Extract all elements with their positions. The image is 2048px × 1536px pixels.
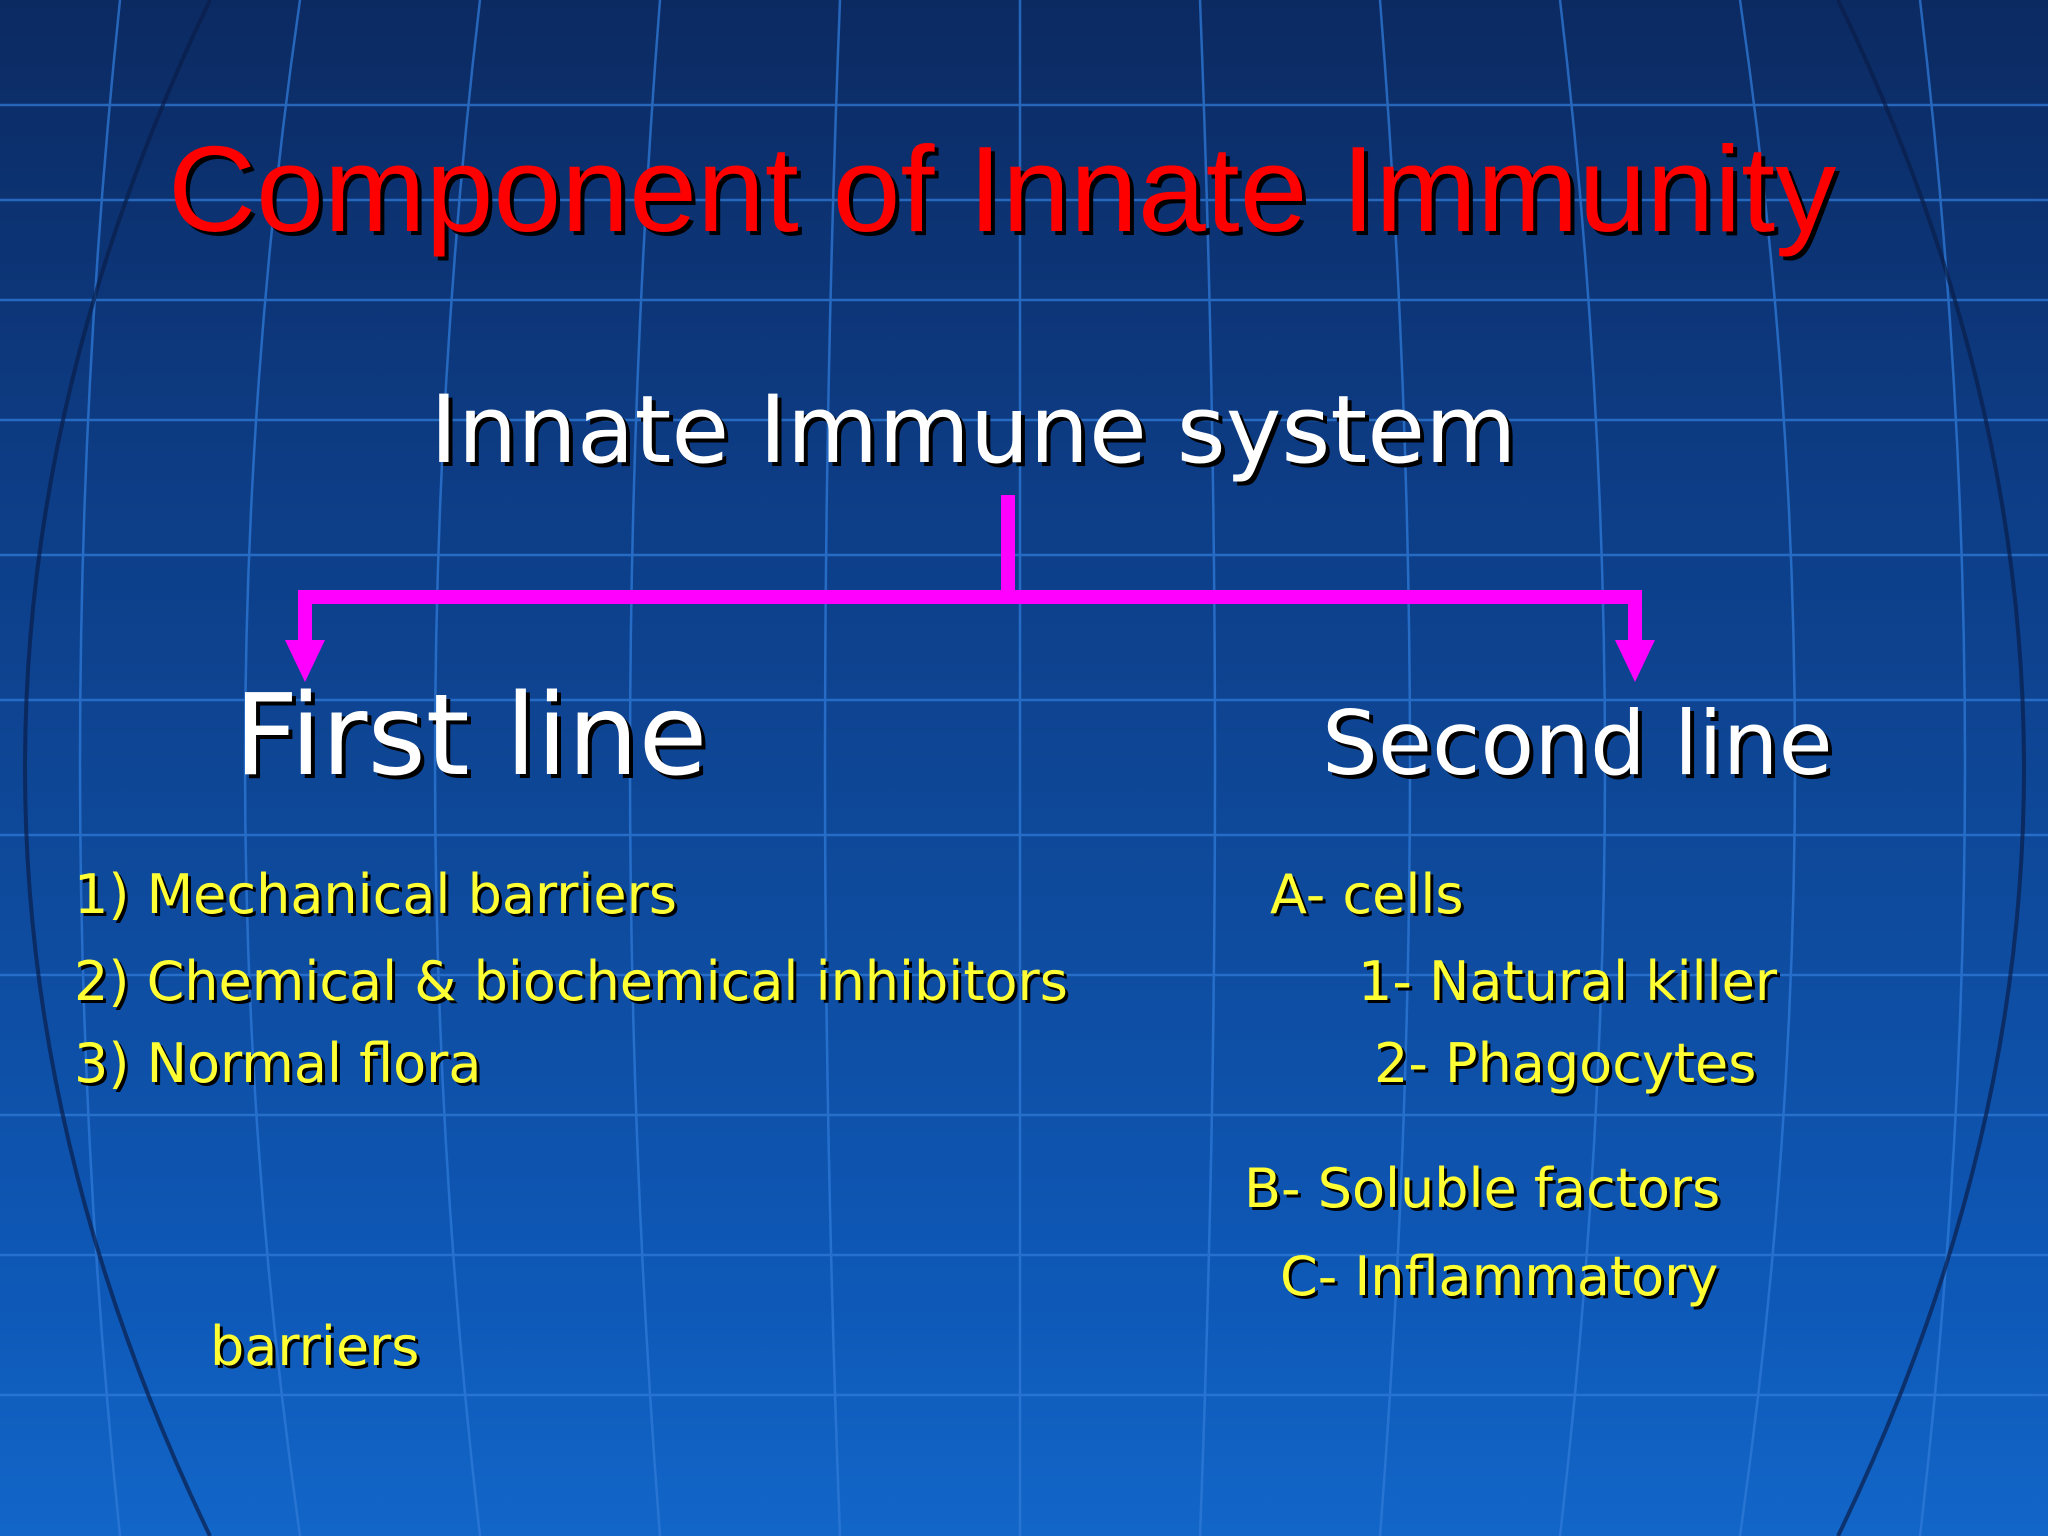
second-line-item: C- Inflammatory [1280,1245,1719,1308]
right-drop-line [1628,590,1642,645]
second-line-item: A- cells [1270,863,1464,926]
root-node-label: Innate Immune system [430,376,1517,485]
second-line-item: 2- Phagocytes [1374,1032,1757,1095]
second-line-item: B- Soluble factors [1244,1157,1721,1220]
first-line-item: 1) Mechanical barriers [74,863,677,926]
horizontal-bar [298,590,1642,604]
left-arrowhead [285,640,325,682]
first-line-item: 3) Normal flora [74,1032,482,1095]
right-arrowhead [1615,640,1655,682]
second-line-item: 1- Natural killer [1358,950,1778,1013]
left-drop-line [298,590,312,645]
slide-title: Component of Innate Immunity [168,121,1837,257]
orphan-text: barriers [210,1315,420,1378]
second-line-heading: Second line [1322,692,1833,795]
stem-line [1001,495,1015,595]
first-line-heading: First line [234,671,708,801]
first-line-item: 2) Chemical & biochemical inhibitors [74,950,1068,1013]
